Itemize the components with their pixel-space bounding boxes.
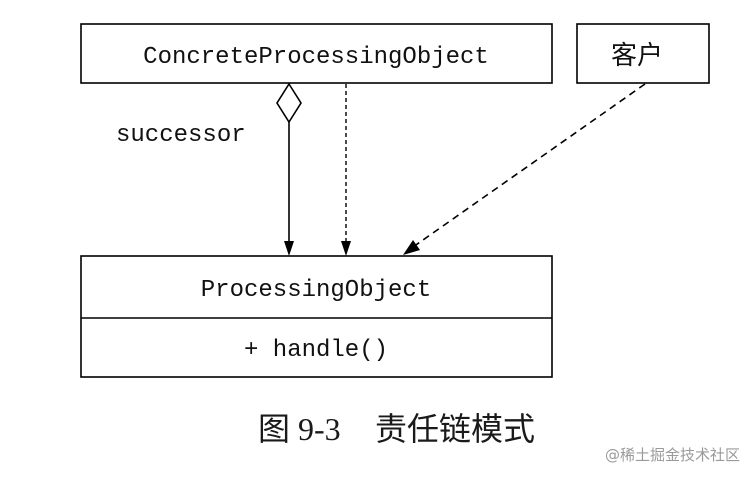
successor-arrowhead xyxy=(284,241,294,256)
successor-association: successor xyxy=(116,82,302,256)
client-dependency-line xyxy=(412,83,646,248)
successor-label: successor xyxy=(116,122,246,149)
concrete-processing-object-node: ConcreteProcessingObject xyxy=(80,23,553,84)
figure-number: 图 9-3 xyxy=(258,411,341,447)
concrete-processing-object-label: ConcreteProcessingObject xyxy=(143,44,489,71)
client-dependency-arrowhead xyxy=(403,240,420,255)
client-box xyxy=(576,23,710,84)
watermark-text: @稀土掘金技术社区 xyxy=(605,446,740,464)
client-label: 客户 xyxy=(611,41,663,71)
concrete-processing-object-box xyxy=(80,23,553,84)
figure-caption: 图 9-3 责任链模式 xyxy=(258,411,535,447)
processing-object-method: + handle() xyxy=(244,337,388,364)
realization-arrowhead xyxy=(341,241,351,256)
processing-object-name: ProcessingObject xyxy=(201,277,431,304)
client-node: 客户 xyxy=(576,23,710,84)
processing-object-node: ProcessingObject + handle() xyxy=(80,255,553,378)
figure-title: 责任链模式 xyxy=(375,411,535,447)
client-dependency xyxy=(403,83,646,255)
processing-object-box xyxy=(80,255,553,378)
aggregation-diamond xyxy=(276,82,302,124)
realization-association xyxy=(341,84,351,256)
